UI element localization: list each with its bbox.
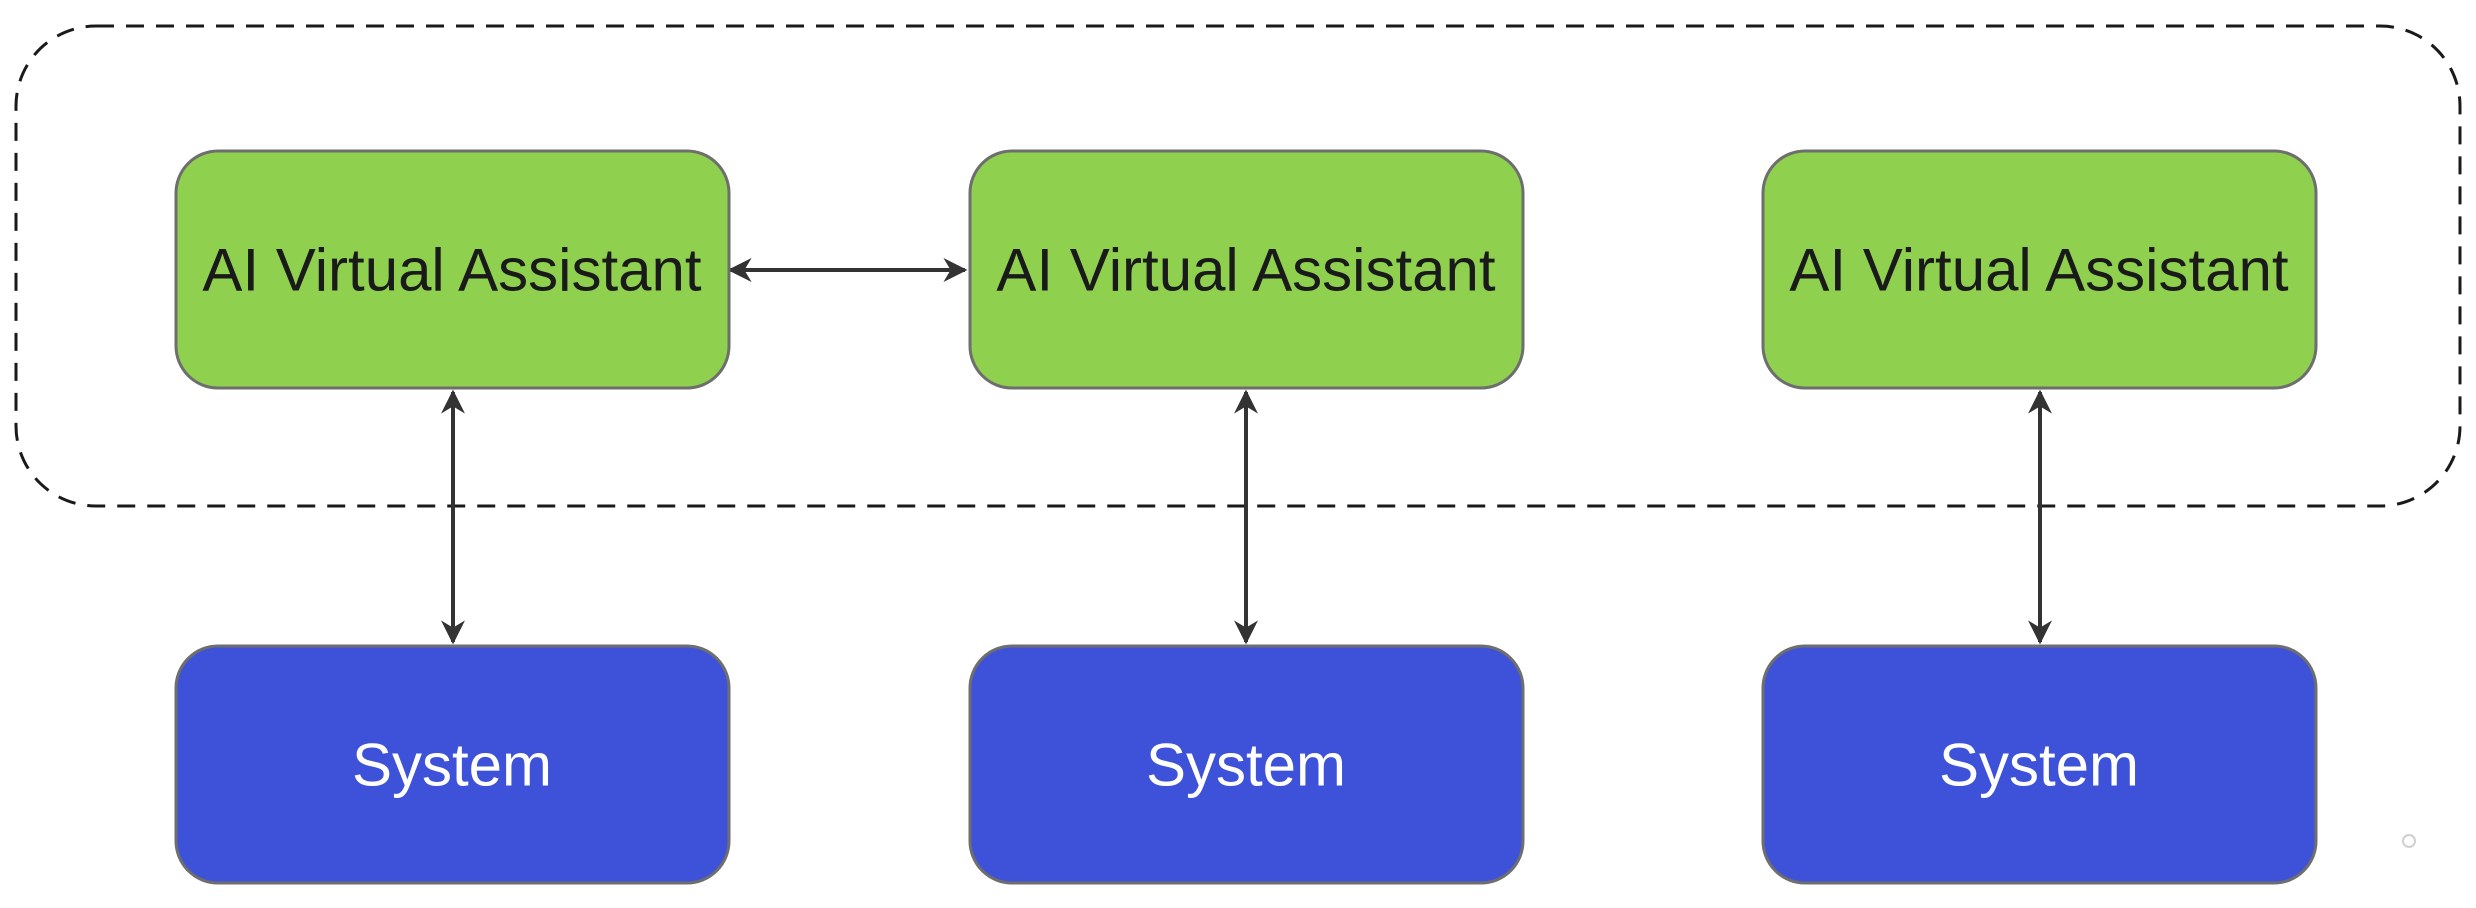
system-node-3: System (1761, 644, 2318, 885)
assistant-node-3-label: AI Virtual Assistant (1789, 237, 2288, 304)
system-node-2: System (968, 644, 1525, 885)
system-node-1-label: System (352, 732, 552, 799)
assistant-node-2-label: AI Virtual Assistant (996, 237, 1495, 304)
system-node-1-box (174, 644, 731, 885)
system-node-3-box (1761, 644, 2318, 885)
decorative-dot-icon (2402, 834, 2416, 848)
assistant-node-3: AI Virtual Assistant (1761, 149, 2318, 390)
system-node-1: System (174, 644, 731, 885)
assistant-node-1-label: AI Virtual Assistant (202, 237, 701, 304)
system-node-2-box (968, 644, 1525, 885)
assistant-node-1: AI Virtual Assistant (174, 149, 731, 390)
assistant-node-2: AI Virtual Assistant (968, 149, 1525, 390)
system-node-3-label: System (1939, 732, 2139, 799)
assistant-node-3-box (1761, 149, 2318, 390)
assistant-node-1-box (174, 149, 731, 390)
system-node-2-label: System (1146, 732, 1346, 799)
assistant-node-2-box (968, 149, 1525, 390)
